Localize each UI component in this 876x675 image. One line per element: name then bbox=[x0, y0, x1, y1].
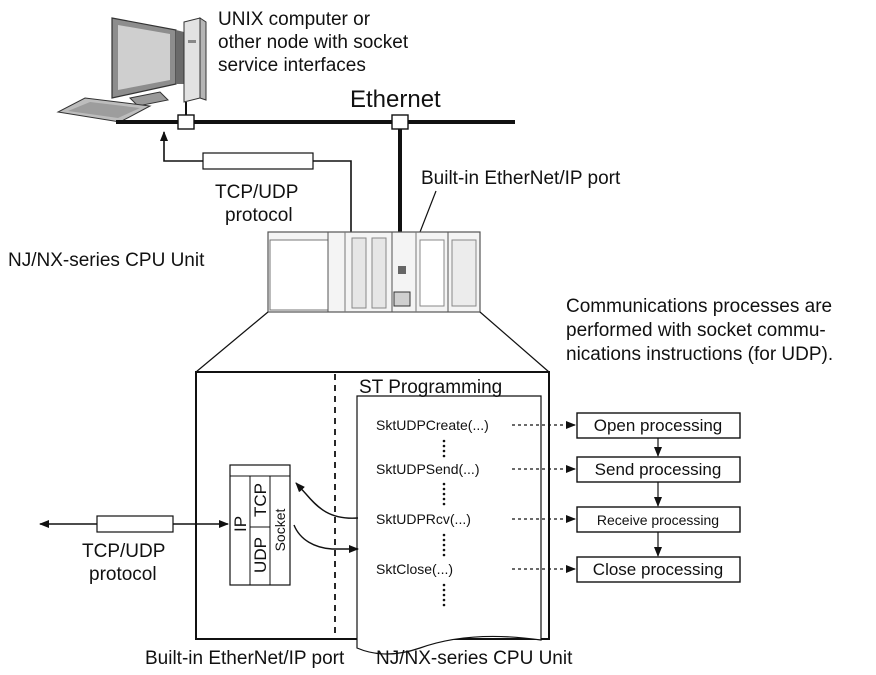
protocol-pipe-top bbox=[202, 152, 314, 170]
receive-processing-box bbox=[576, 506, 741, 533]
unix-node-label-line2: other node with socket bbox=[218, 32, 409, 53]
stack-socket-label: Socket bbox=[272, 508, 288, 551]
tcp-udp-left-line1: TCP/UDP bbox=[82, 541, 165, 562]
zoom-line-right bbox=[479, 311, 550, 373]
tcp-udp-top-line2: protocol bbox=[225, 205, 293, 226]
instruction-skt-udp-rcv: SktUDPRcv(...) bbox=[376, 511, 471, 527]
instruction-skt-close: SktClose(...) bbox=[376, 561, 453, 577]
cpu-unit-hardware bbox=[267, 231, 481, 313]
comm-note-line2: performed with socket commu- bbox=[566, 320, 826, 341]
computer-icon bbox=[56, 17, 207, 123]
st-program-sheet bbox=[356, 395, 542, 655]
protocol-pipe-left bbox=[96, 515, 174, 533]
tcp-udp-left-line2: protocol bbox=[89, 564, 157, 585]
unix-node-label-line1: UNIX computer or bbox=[218, 9, 371, 30]
ethernet-label: Ethernet bbox=[350, 86, 441, 113]
open-processing-box bbox=[576, 412, 741, 439]
program-continuation-dots bbox=[442, 439, 446, 607]
instruction-skt-udp-create: SktUDPCreate(...) bbox=[376, 417, 489, 433]
stack-udp-label: UDP bbox=[251, 537, 270, 573]
send-processing-label: Send processing bbox=[595, 460, 722, 479]
comm-note-line1: Communications processes are bbox=[566, 296, 832, 317]
plc-tap-box bbox=[391, 114, 409, 130]
comm-note-line3: nications instructions (for UDP). bbox=[566, 344, 833, 365]
send-data-arrow bbox=[293, 524, 359, 553]
unix-node-label-line3: service interfaces bbox=[218, 55, 366, 76]
zoom-line-left bbox=[195, 311, 269, 373]
st-programming-title: ST Programming bbox=[359, 377, 502, 398]
close-processing-label: Close processing bbox=[593, 560, 723, 579]
receive-processing-label: Receive processing bbox=[597, 512, 719, 528]
tcp-udp-top-line1: TCP/UDP bbox=[215, 182, 298, 203]
cpu-unit-label-bottom: NJ/NX-series CPU Unit bbox=[376, 648, 573, 669]
stack-tcp-label: TCP bbox=[251, 483, 270, 517]
protocol-stack bbox=[229, 464, 291, 586]
builtin-port-label-bottom: Built-in EtherNet/IP port bbox=[145, 648, 345, 669]
open-processing-label: Open processing bbox=[594, 416, 723, 435]
builtin-port-label-top: Built-in EtherNet/IP port bbox=[421, 168, 621, 189]
rcv-data-arrow bbox=[295, 482, 359, 519]
stack-ip-label: IP bbox=[231, 516, 250, 532]
close-processing-box bbox=[576, 556, 741, 583]
instruction-skt-udp-send: SktUDPSend(...) bbox=[376, 461, 479, 477]
computer-tap-box bbox=[177, 114, 195, 130]
cpu-unit-label-left: NJ/NX-series CPU Unit bbox=[8, 250, 205, 271]
